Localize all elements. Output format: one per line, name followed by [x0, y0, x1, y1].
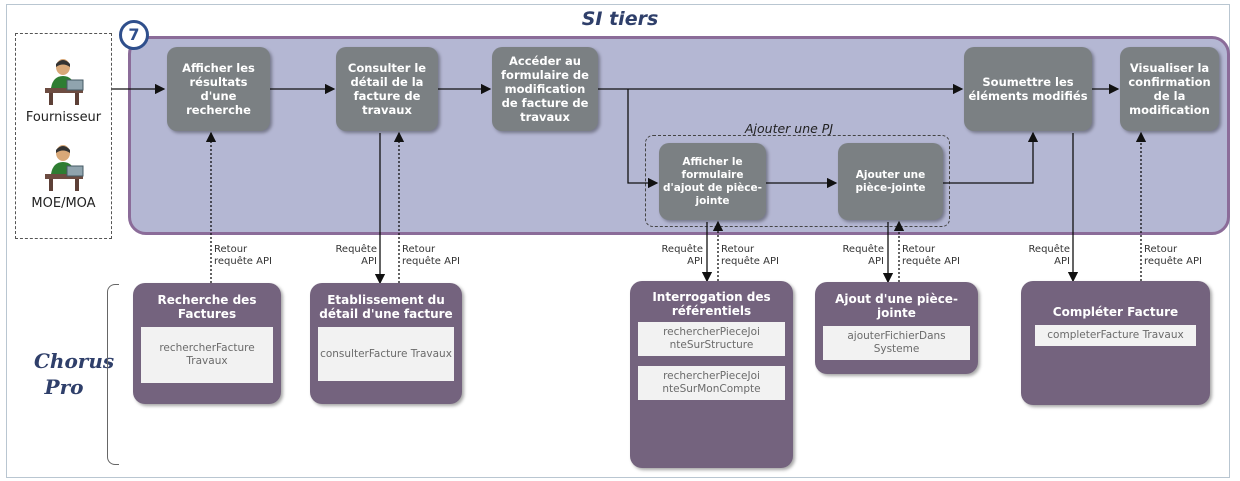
step-ajouter-pj: Ajouter une pièce-jointe: [838, 143, 943, 220]
chorus-recherche-factures: Recherche des Factures rechercherFacture…: [133, 283, 281, 404]
api-label-retour: Retour requête API: [902, 244, 960, 267]
chorus-interrogation-referentiels: Interrogation des référentiels recherche…: [630, 281, 793, 468]
step-acceder-formulaire: Accéder au formulaire de modification de…: [492, 47, 598, 131]
ajouter-pj-title: Ajouter une PJ: [745, 121, 834, 136]
actors-box: Fournisseur MOE/MOA: [15, 33, 112, 239]
step-consulter-detail: Consulter le détail de la facture de tra…: [336, 47, 438, 131]
actor-fournisseur: Fournisseur: [16, 58, 111, 125]
step-afficher-resultats: Afficher les résultats d'une recherche: [167, 47, 270, 131]
si-tiers-title: SI tiers: [581, 8, 659, 30]
api-label-requete: Requête API: [335, 244, 377, 267]
diagram-frame: [6, 4, 1230, 478]
webservice-name: consulterFacture Travaux: [318, 327, 454, 381]
step-visualiser: Visualiser la confirmation de la modific…: [1120, 47, 1219, 131]
chorus-ajout-piece-jointe: Ajout d'une pièce-jointe ajouterFichierD…: [815, 282, 978, 374]
ajouter-pj-group: [645, 135, 950, 227]
chorus-box-title: Interrogation des référentiels: [652, 290, 771, 318]
api-label-retour: Retour requête API: [402, 244, 460, 267]
chorus-box-title: Recherche des Factures: [157, 293, 257, 321]
user-at-desk-icon: [44, 59, 83, 105]
step-afficher-formulaire-pj: Afficher le formulaire d'ajout de pièce-…: [659, 143, 766, 220]
webservice-name: ajouterFichierDans Systeme: [823, 326, 970, 360]
chorus-box-title: Compléter Facture: [1052, 305, 1179, 319]
chorus-pro-title: Chorus Pro: [34, 349, 115, 399]
chorus-etablissement-detail: Etablissement du détail d'une facture co…: [310, 283, 462, 404]
api-label-retour: Retour requête API: [214, 244, 272, 267]
webservice-name: rechercherPieceJoi nteSurMonCompte: [638, 366, 785, 400]
chorus-box-title: Ajout d'une pièce-jointe: [835, 292, 958, 320]
chorus-box-title: Etablissement du détail d'une facture: [319, 293, 453, 321]
actor-moe-moa: MOE/MOA: [16, 144, 111, 211]
api-label-requete: Requête API: [842, 244, 884, 267]
actor-label: Fournisseur: [25, 110, 102, 125]
actor-label: MOE/MOA: [31, 196, 96, 211]
user-at-desk-icon: [44, 145, 83, 191]
step-number-badge: 7: [119, 20, 149, 50]
api-label-retour: Retour requête API: [721, 244, 779, 267]
webservice-name: rechercherFacture Travaux: [141, 327, 273, 383]
chorus-completer-facture: Compléter Facture completerFacture Trava…: [1021, 281, 1210, 405]
api-label-requete: Requête API: [661, 244, 703, 267]
webservice-name: rechercherPieceJoi nteSurStructure: [638, 322, 785, 356]
api-label-requete: Requête API: [1028, 244, 1070, 267]
chorus-bracket: [107, 284, 119, 465]
api-label-retour: Retour requête API: [1144, 244, 1202, 267]
step-soumettre: Soumettre les éléments modifiés: [964, 47, 1092, 131]
webservice-name: completerFacture Travaux: [1035, 325, 1196, 346]
